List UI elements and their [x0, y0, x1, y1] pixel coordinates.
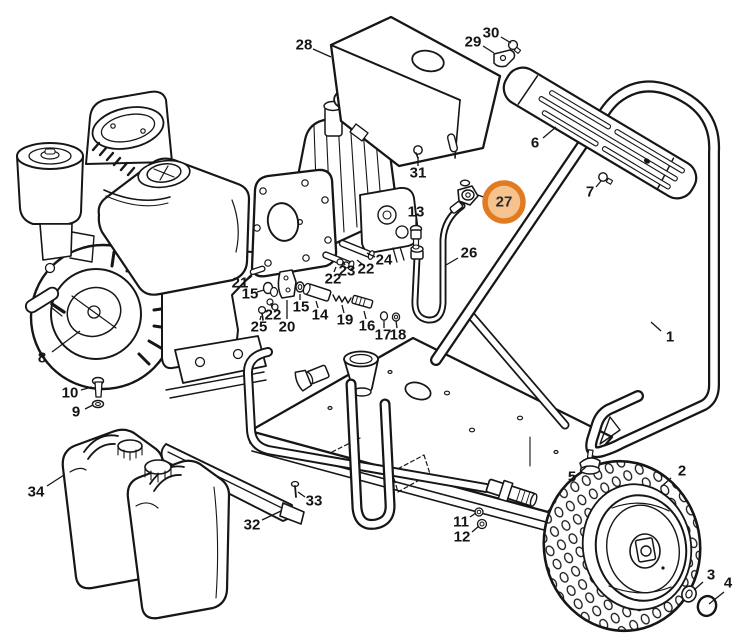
part-label-15[interactable]: 15 [242, 286, 259, 303]
part-label-15[interactable]: 15 [293, 299, 310, 316]
part-label-18[interactable]: 18 [390, 327, 407, 344]
part-label-24[interactable]: 24 [376, 252, 393, 269]
leader-line-25 [259, 315, 262, 321]
leader-line-21 [246, 275, 253, 281]
leader-line-15 [256, 289, 265, 293]
plate-holes [327, 369, 559, 455]
filler-neck [294, 364, 330, 392]
leader-line-10 [80, 386, 93, 391]
part-label-29[interactable]: 29 [465, 34, 482, 51]
part-label-21[interactable]: 21 [232, 275, 249, 292]
leader-line-28 [312, 48, 332, 58]
grip-screw [598, 172, 608, 182]
leader-line-4 [708, 591, 725, 605]
part-label-10[interactable]: 10 [62, 385, 79, 402]
part-label-32[interactable]: 32 [244, 517, 261, 534]
part-label-25[interactable]: 25 [251, 319, 268, 336]
leader-line-26 [445, 257, 459, 266]
part-label-14[interactable]: 14 [312, 307, 329, 324]
leader-line-33 [297, 491, 306, 498]
leader-line-22 [356, 259, 363, 265]
part-label-13[interactable]: 13 [408, 204, 425, 221]
part-label-17[interactable]: 17 [375, 327, 392, 344]
leader-line-14 [315, 300, 319, 309]
flange-bolt-holes [253, 179, 332, 267]
part-label-4[interactable]: 4 [724, 575, 733, 592]
part-label-3[interactable]: 3 [707, 567, 715, 584]
part-label-33[interactable]: 33 [306, 493, 323, 510]
part-label-22[interactable]: 22 [325, 271, 342, 288]
axle-stub [485, 478, 538, 507]
elbow-fitting [457, 179, 479, 206]
hidden-edge-dashes [331, 437, 431, 493]
leader-line-5 [579, 466, 587, 473]
leader-line-6 [542, 126, 557, 139]
leader-line-3 [693, 581, 704, 591]
part-label-16[interactable]: 16 [359, 318, 376, 335]
hardware-fasteners [91, 39, 522, 409]
part-label-28[interactable]: 28 [296, 37, 313, 54]
part-label-30[interactable]: 30 [483, 25, 500, 42]
part-label-23[interactable]: 23 [339, 263, 356, 280]
handle-frame-tube [242, 80, 721, 530]
highlight-marker[interactable]: 27 [477, 180, 526, 224]
part-label-8[interactable]: 8 [38, 350, 46, 367]
leader-line-29 [482, 45, 495, 54]
part-label-22[interactable]: 22 [265, 307, 282, 324]
leader-line-11 [469, 512, 477, 518]
part-label-2[interactable]: 2 [678, 463, 686, 480]
leader-line-12 [471, 525, 480, 533]
nipple-fitting [409, 224, 423, 250]
leader-line-34 [46, 474, 65, 487]
wheel-assembly [474, 449, 718, 633]
part-label-7[interactable]: 7 [586, 184, 594, 201]
leader-line-30 [500, 36, 512, 44]
leader-line-16 [363, 310, 367, 320]
part-label-11[interactable]: 11 [453, 514, 469, 531]
part-label-9[interactable]: 9 [72, 404, 80, 421]
highlighted-part-circle[interactable] [482, 180, 526, 224]
engine-illustration [16, 90, 267, 399]
leader-line-9 [84, 404, 94, 410]
leader-line-2 [660, 477, 672, 488]
part-label-22[interactable]: 22 [358, 261, 375, 278]
leader-line-18 [395, 320, 398, 329]
part-label-19[interactable]: 19 [337, 312, 354, 329]
handle-grip-pad [502, 66, 698, 200]
belt-guard-cover [329, 15, 502, 168]
pressure-hose [409, 179, 479, 324]
leader-line-32 [261, 510, 282, 521]
leader-line-8 [51, 330, 81, 353]
leader-line-1 [650, 321, 662, 332]
part-label-34[interactable]: 34 [28, 484, 45, 501]
highlighted-part-number[interactable]: 27 [496, 194, 513, 211]
leader-line-22 [333, 266, 337, 273]
leader-line-19 [341, 304, 345, 314]
leader-line-23 [342, 260, 346, 266]
leader-line-24 [366, 252, 376, 258]
part-label-5[interactable]: 5 [568, 469, 576, 486]
part-label-26[interactable]: 26 [461, 245, 478, 262]
part-label-6[interactable]: 6 [531, 135, 539, 152]
part-label-12[interactable]: 12 [454, 529, 471, 546]
leader-line-7 [595, 180, 602, 188]
shroud-fins [91, 141, 136, 177]
leader-line-22 [270, 302, 273, 309]
part-label-20[interactable]: 20 [279, 319, 296, 336]
part-label-1[interactable]: 1 [666, 329, 674, 346]
detergent-canisters [61, 428, 231, 620]
starter-grip [24, 286, 66, 317]
part-label-31[interactable]: 31 [410, 165, 427, 182]
